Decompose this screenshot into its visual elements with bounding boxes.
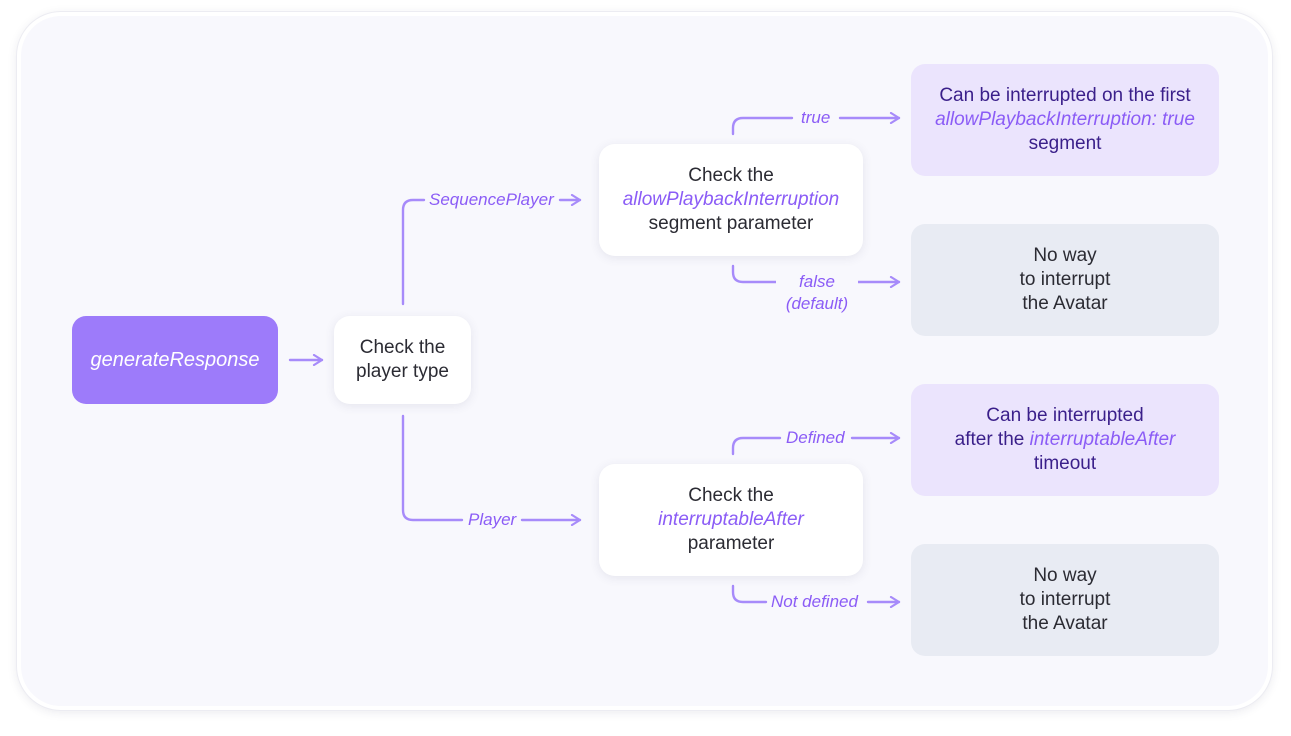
check-player-type-node: Check the player type — [334, 316, 471, 404]
result-false-line-3: the Avatar — [1022, 293, 1108, 314]
connector-defined — [731, 436, 782, 456]
connector-not-defined — [731, 584, 768, 604]
connector-false — [731, 264, 784, 284]
result-not-defined-line-3: the Avatar — [1022, 613, 1108, 634]
edge-label-defined: Defined — [783, 427, 848, 449]
result-defined-line-1: Can be interrupted — [986, 405, 1144, 426]
connector-sequence-branch — [401, 198, 426, 306]
check-interruptable-after-param: interruptableAfter — [658, 509, 804, 530]
edge-label-true: true — [798, 107, 834, 129]
check-interruptable-after-line-3: parameter — [687, 533, 775, 554]
result-not-defined-line-1: No way — [1033, 565, 1097, 586]
result-defined-line-3: timeout — [1033, 453, 1097, 474]
check-allow-playback-node: Check the allowPlaybackInterruption segm… — [599, 144, 863, 256]
edge-label-false-default: (default) — [776, 293, 858, 315]
edge-label-player: Player — [465, 509, 520, 531]
result-false-node: No way to interrupt the Avatar — [911, 224, 1219, 336]
result-not-defined-line-2: to interrupt — [1019, 589, 1111, 610]
result-defined-prefix: after the — [954, 429, 1030, 450]
connector-true — [731, 116, 794, 136]
start-node: generateResponse — [72, 316, 278, 404]
edge-label-sequence-player: SequencePlayer — [426, 189, 557, 211]
result-true-node: Can be interrupted on the first allowPla… — [911, 64, 1219, 176]
result-true-line-3: segment — [1028, 133, 1102, 154]
result-defined-line-2: after the interruptableAfter — [955, 428, 1176, 452]
edge-label-not-defined: Not defined — [768, 591, 861, 613]
check-allow-playback-line-1: Check the — [688, 165, 774, 186]
result-not-defined-node: No way to interrupt the Avatar — [911, 544, 1219, 656]
edge-label-false: false — [776, 271, 858, 293]
edge-label-false-group: false (default) — [776, 271, 858, 315]
connector-player-branch — [401, 414, 464, 522]
result-defined-param: interruptableAfter — [1029, 429, 1176, 450]
start-node-label: generateResponse — [90, 349, 260, 371]
check-allow-playback-param: allowPlaybackInterruption — [622, 189, 840, 210]
result-true-param: allowPlaybackInterruption: true — [935, 109, 1195, 130]
check-player-type-line-1: Check the — [359, 337, 446, 358]
result-false-line-2: to interrupt — [1019, 269, 1111, 290]
check-interruptable-after-line-1: Check the — [688, 485, 774, 506]
check-player-type-line-2: player type — [356, 361, 449, 382]
check-allow-playback-line-3: segment parameter — [648, 213, 814, 234]
result-false-line-1: No way — [1033, 245, 1097, 266]
result-true-line-1: Can be interrupted on the first — [939, 85, 1191, 106]
check-interruptable-after-node: Check the interruptableAfter parameter — [599, 464, 863, 576]
result-defined-node: Can be interrupted after the interruptab… — [911, 384, 1219, 496]
